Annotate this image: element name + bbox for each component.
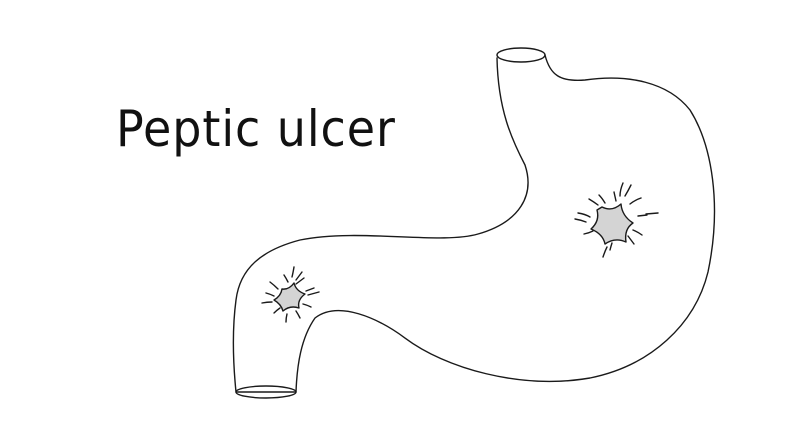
gastric-ulcer-lesion <box>590 203 634 245</box>
duodenal-ulcer-lesion <box>273 282 306 312</box>
gastric-ulcer-inflammation-marks <box>574 182 659 258</box>
stomach-outline <box>232 54 716 393</box>
gastric-ulcer <box>574 182 659 258</box>
diagram-title: Peptic ulcer <box>116 100 396 158</box>
esophagus-opening <box>496 47 546 63</box>
duodenal-ulcer <box>261 266 320 323</box>
duodenal-ulcer-inflammation-marks <box>261 266 320 323</box>
duodenum-opening <box>235 385 297 399</box>
